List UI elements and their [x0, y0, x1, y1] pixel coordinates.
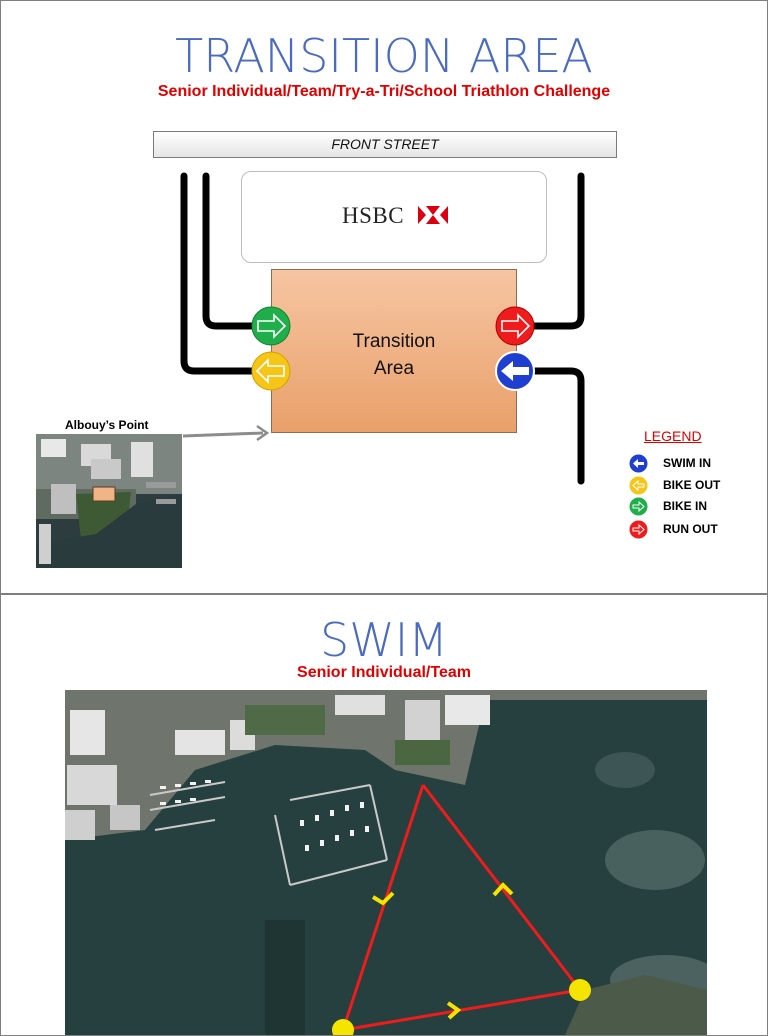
front-street-label: FRONT STREET — [153, 131, 617, 158]
swim-slide: SWIM Senior Individual/Team — [0, 594, 768, 1036]
transition-area-box: Transition Area — [271, 269, 517, 433]
bike-out-route — [180, 172, 260, 375]
hsbc-logo-icon — [418, 206, 448, 224]
legend-label: RUN OUT — [663, 522, 718, 536]
legend-label: BIKE OUT — [663, 478, 721, 492]
swim-course-satellite-map — [65, 690, 707, 1035]
direction-chevron-icon — [492, 882, 514, 897]
legend-label: BIKE IN — [663, 499, 708, 513]
albouy-point-satellite-image — [36, 434, 182, 568]
bike-in-legend-icon — [629, 497, 648, 516]
slide-title: SWIM — [320, 613, 448, 667]
transition-area-label: Transition Area — [352, 331, 436, 379]
run-out-legend-icon — [629, 520, 648, 539]
albouy-pointer-arrow — [182, 424, 270, 442]
legend-label: SWIM IN — [663, 456, 711, 470]
bike-out-legend-icon — [629, 476, 648, 495]
buoy-icon — [569, 979, 591, 1001]
swim-course-route — [332, 784, 591, 1035]
swim-in-route — [527, 367, 585, 485]
slide-subtitle: Senior Individual/Team/Try-a-Tri/School … — [157, 83, 611, 100]
transition-slide: TRANSITION AREA Senior Individual/Team/T… — [0, 0, 768, 594]
run-out-route — [527, 172, 585, 330]
hsbc-wordmark: HSBC — [342, 203, 405, 228]
bike-in-marker-icon — [251, 306, 291, 346]
swim-in-legend-icon — [629, 454, 648, 473]
slide-title: TRANSITION AREA — [175, 29, 593, 83]
bike-out-marker-icon — [251, 351, 291, 391]
direction-chevron-icon — [371, 891, 395, 906]
hsbc-building: HSBC — [241, 171, 547, 263]
legend-title: LEGEND — [644, 428, 702, 444]
transition-routes — [180, 172, 585, 485]
albouy-point-label: Albouy’s Point — [65, 418, 149, 432]
swim-in-marker-icon — [495, 351, 535, 391]
run-out-marker-icon — [495, 306, 535, 346]
slide-subtitle: Senior Individual/Team — [297, 664, 471, 681]
bike-in-route — [202, 172, 260, 330]
direction-chevron-icon — [446, 1001, 462, 1020]
